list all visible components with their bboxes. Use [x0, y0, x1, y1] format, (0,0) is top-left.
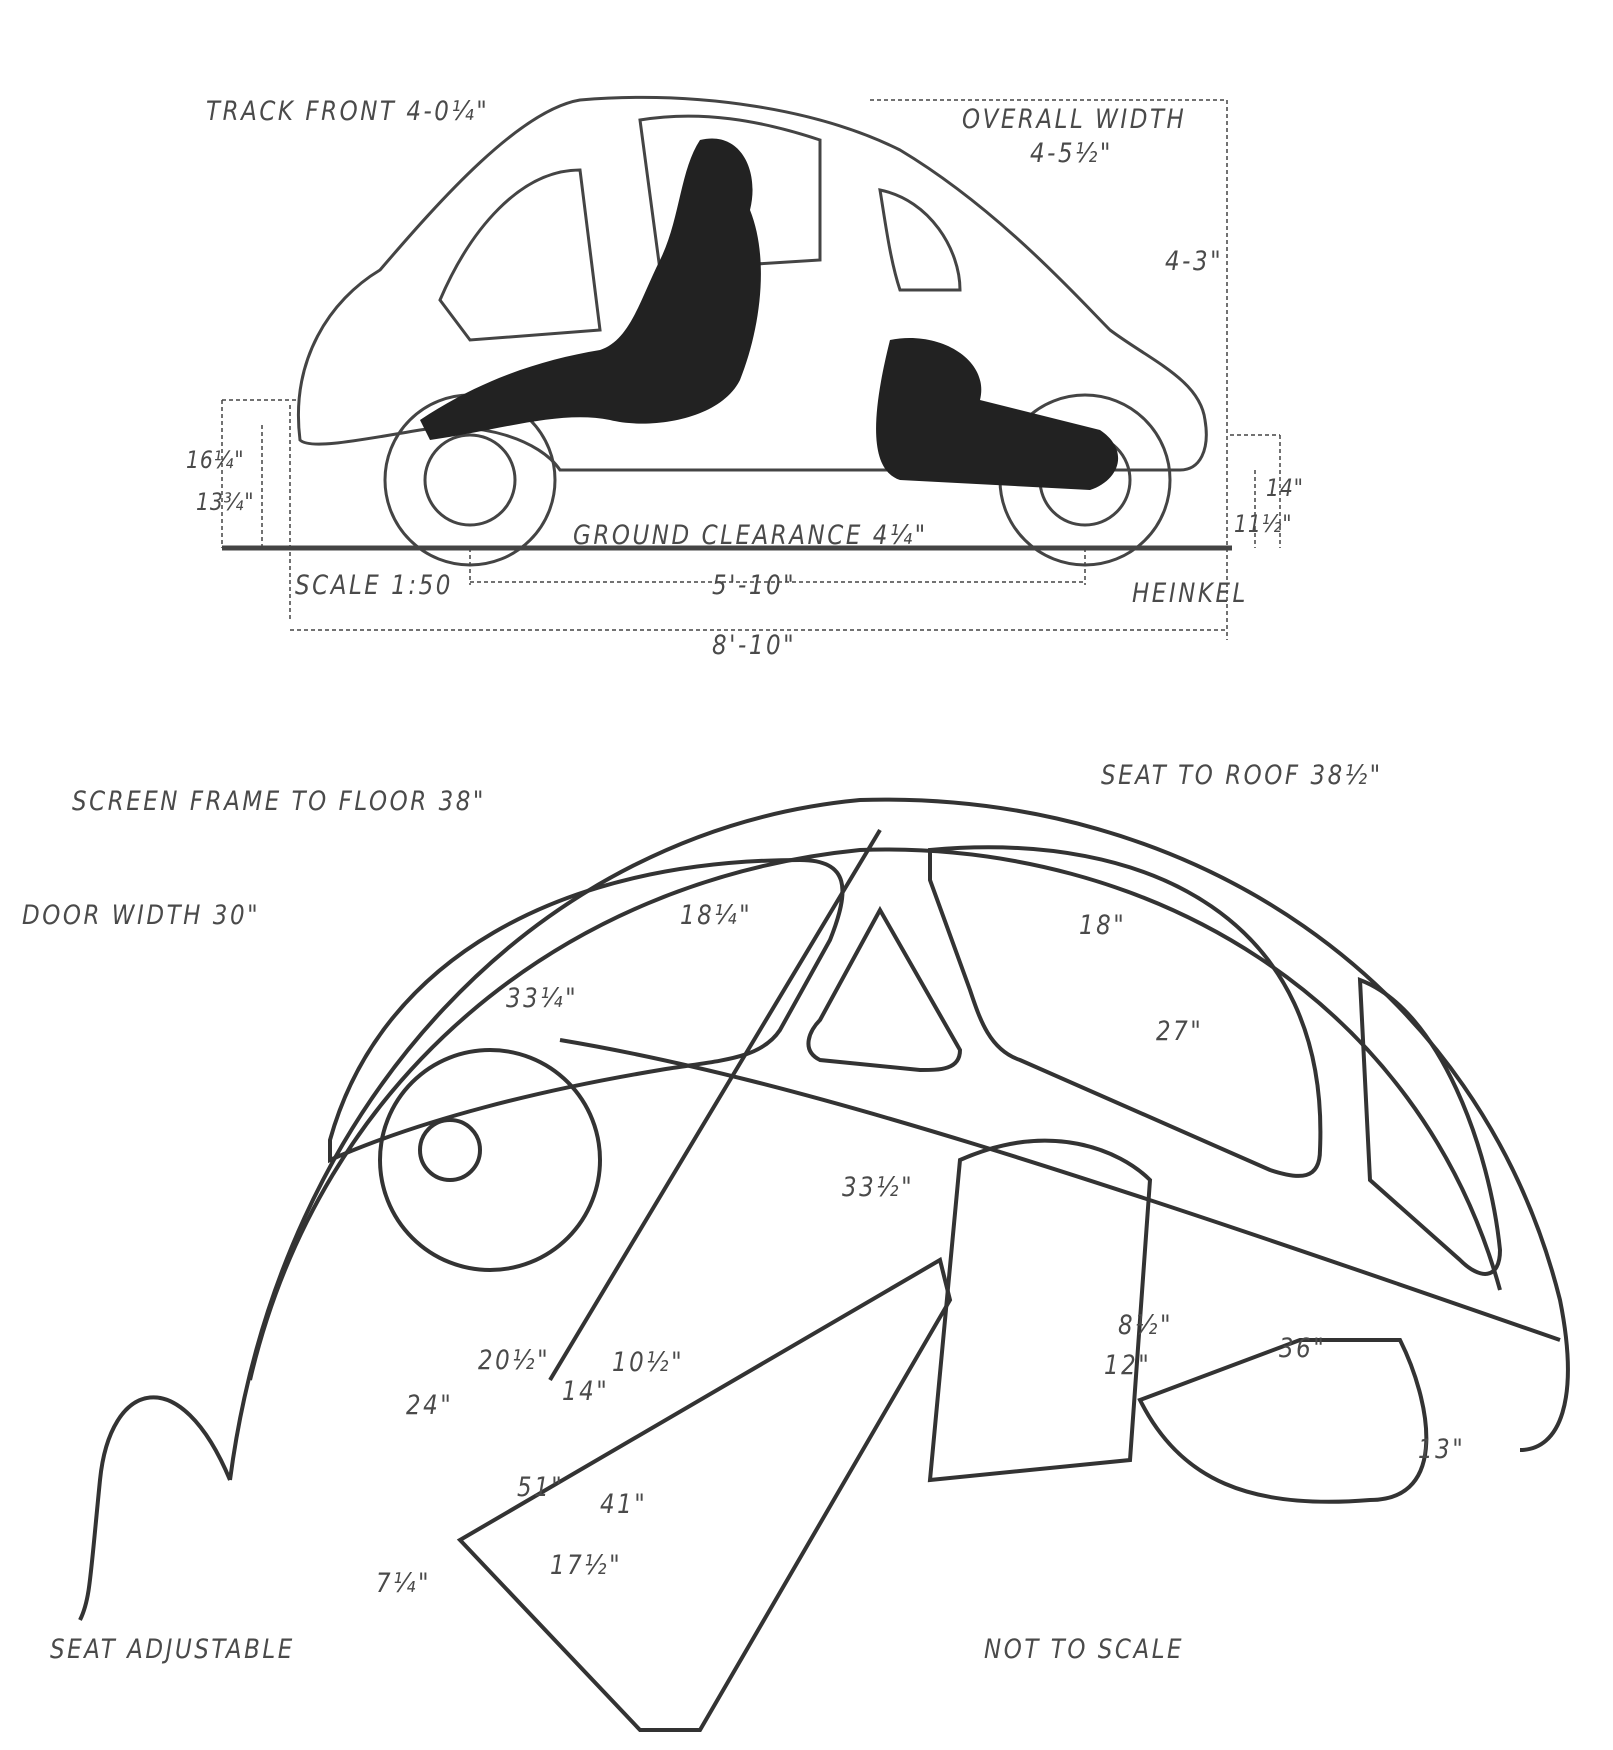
not-to-scale-label: NOT TO SCALE [984, 1634, 1185, 1665]
overall-width-label: OVERALL WIDTH [962, 104, 1187, 135]
side-view-car [221, 95, 1281, 640]
interior-view [78, 797, 1570, 1732]
ground-clearance-label: GROUND CLEARANCE 4¼" [573, 520, 928, 551]
roof-inner [248, 847, 1502, 1381]
screen-frame-label: SCREEN FRAME TO FLOOR 38" [72, 786, 486, 817]
seat-width-label: 14" [562, 1376, 610, 1407]
track-front-label: TRACK FRONT 4-0¼" [206, 96, 490, 127]
door-pillar-window [806, 905, 963, 1073]
side-window-frame [928, 845, 1323, 1178]
scale-label: SCALE 1:50 [295, 570, 453, 601]
door-edge [78, 1395, 232, 1621]
pedal-to-seat-label: 24" [406, 1390, 454, 1421]
seat-length-label: 51" [517, 1472, 565, 1503]
windscreen-frame [328, 857, 845, 1164]
front-lamp-height-label: 13¾" [196, 488, 255, 516]
roof-rail [559, 1038, 1561, 1342]
dimension-lines [221, 99, 1281, 640]
seat-base [456, 1256, 953, 1732]
rear-seat-depth-label: 8½" [1118, 1310, 1174, 1341]
cushion-depth-label: 17½" [550, 1550, 623, 1581]
door-width-label: DOOR WIDTH 30" [22, 900, 261, 931]
pedal-spacing-label: 10½" [612, 1347, 685, 1378]
make-label: HEINKEL [1132, 578, 1248, 609]
height-label: 4-3" [1165, 246, 1224, 277]
rear-shelf-label: 13" [1418, 1434, 1466, 1465]
windscreen-height-label: 18¼" [680, 900, 753, 931]
engine [876, 338, 1119, 490]
seat-adjustable-label: SEAT ADJUSTABLE [50, 1634, 295, 1665]
overall-length-label: 8'-10" [712, 630, 797, 661]
front-bumper-height-label: 16¼" [186, 446, 245, 474]
windscreen-width-label: 33¼" [506, 983, 579, 1014]
quarter-window [1357, 977, 1503, 1276]
rear-window [878, 188, 962, 292]
wheel-to-seat-label: 20½" [478, 1345, 551, 1376]
seat-travel-label: 7¼" [376, 1568, 432, 1599]
rear-shelf [1137, 1338, 1429, 1504]
driver-silhouette [420, 138, 1119, 490]
roof-outer [228, 797, 1570, 1481]
interior-width-label: 33½" [842, 1172, 915, 1203]
rear-seat-height-label: 12" [1104, 1350, 1152, 1381]
steering-wheel [378, 1048, 602, 1272]
windscreen [438, 168, 602, 342]
side-window-height-label: 18" [1079, 910, 1127, 941]
side-window [638, 114, 822, 272]
car-body-outline [297, 95, 1208, 472]
seat-to-roof-label: SEAT TO ROOF 38½" [1101, 760, 1383, 791]
seat-back [927, 1138, 1153, 1483]
rear-lamp-height-label: 11½" [1234, 510, 1293, 538]
rear-bumper-height-label: 14" [1266, 474, 1304, 502]
pillar [548, 828, 882, 1382]
overall-width-value: 4-5½" [1030, 138, 1114, 169]
rear-width-label: 36" [1279, 1333, 1327, 1364]
seat-back-height-label: 41" [600, 1489, 648, 1520]
wheelbase-label: 5'-10" [712, 570, 797, 601]
side-window-width-label: 27" [1156, 1016, 1204, 1047]
